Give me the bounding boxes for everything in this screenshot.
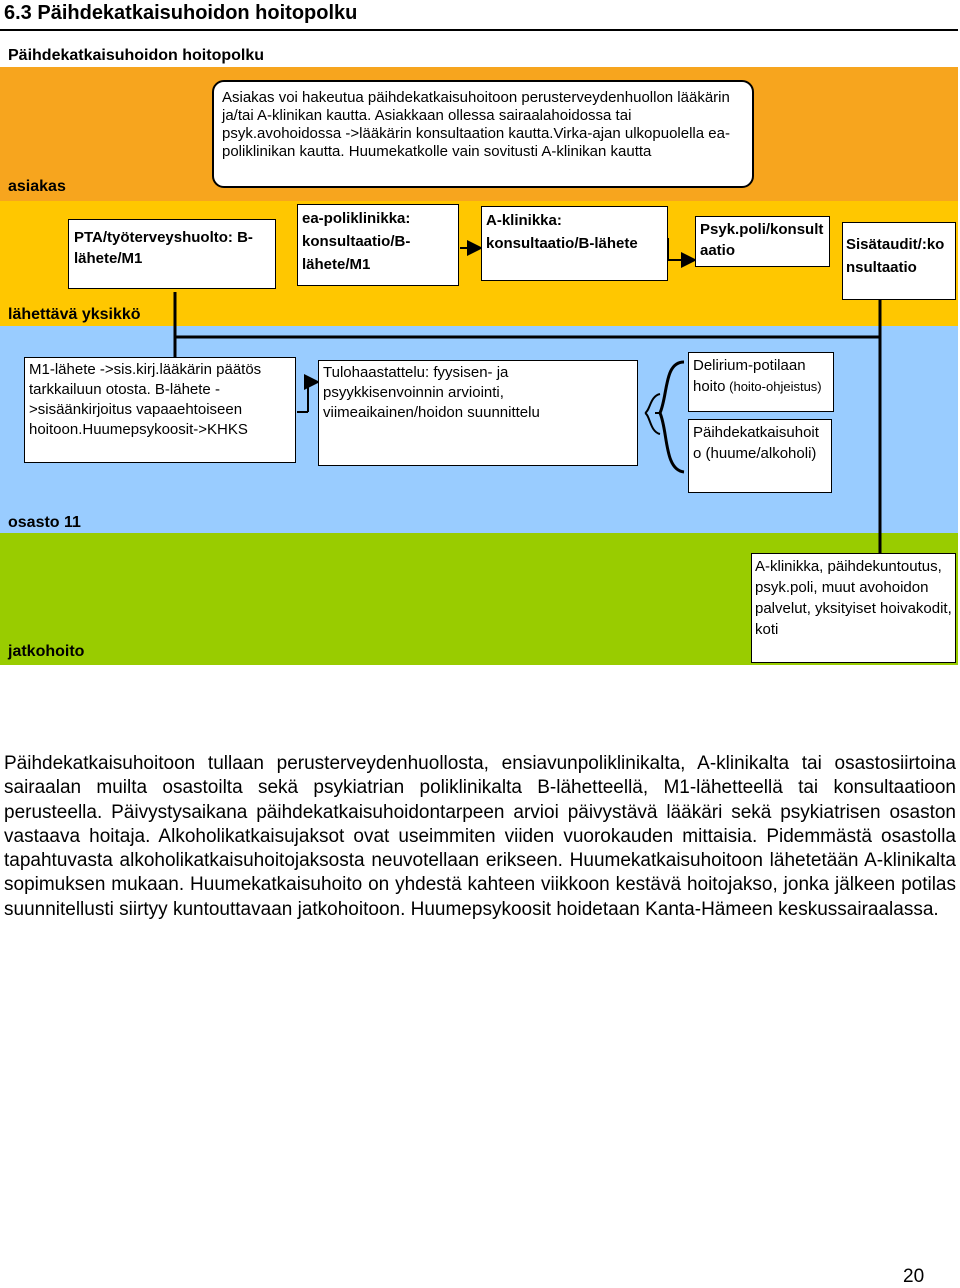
tulo-box: Tulohaastattelu: fyysisen- ja psyykkisen…: [318, 360, 638, 466]
psyk-text: Psyk.poli/konsultaatio: [700, 221, 824, 259]
paihde-text: Päihdekatkaisuhoito (huume/alkoholi): [693, 424, 819, 462]
pta-text: PTA/työterveyshuolto: B-lähete/M1: [74, 229, 253, 267]
tulo-text: Tulohaastattelu: fyysisen- ja psyykkisen…: [323, 364, 540, 421]
sisataudit-text: Sisätaudit/:konsultaatio: [846, 236, 945, 276]
asiakas-note-box: Asiakas voi hakeutua päihdekatkaisuhoito…: [212, 80, 754, 188]
m1-box: M1-lähete ->sis.kirj.lääkärin päätös tar…: [24, 357, 296, 463]
ea-box: ea-poliklinikka: konsultaatio/B-lähete/M…: [297, 204, 459, 286]
page-number: 20: [903, 1266, 925, 1287]
connector-lines: [173, 238, 882, 553]
m1-text: M1-lähete ->sis.kirj.lääkärin päätös tar…: [29, 361, 262, 438]
jatko-box: A-klinikka, päihdekuntoutus, psyk.poli, …: [751, 553, 956, 663]
pta-box: PTA/työterveyshuolto: B-lähete/M1: [68, 219, 276, 289]
aklinikka-text: A-klinikka: konsultaatio/B-lähete: [486, 212, 638, 252]
delirium-box: Delirium-potilaan hoito (hoito-ohjeistus…: [688, 352, 834, 412]
psyk-box: Psyk.poli/konsultaatio: [695, 216, 830, 267]
body-text: Päihdekatkaisuhoitoon tullaan perusterve…: [4, 753, 956, 920]
label-osasto: osasto 11: [8, 514, 81, 531]
paihde-box: Päihdekatkaisuhoito (huume/alkoholi): [688, 419, 832, 493]
section-title: 6.3 Päihdekatkaisuhoidon hoitopolku: [4, 2, 358, 24]
body-paragraph: Päihdekatkaisuhoitoon tullaan perusterve…: [4, 752, 956, 922]
label-asiakas: asiakas: [8, 178, 66, 195]
sisataudit-box: Sisätaudit/:konsultaatio: [842, 222, 956, 300]
diagram-title: Päihdekatkaisuhoidon hoitopolku: [8, 47, 265, 64]
label-lahettava: lähettävä yksikkö: [8, 306, 141, 323]
jatko-text: A-klinikka, päihdekuntoutus, psyk.poli, …: [755, 558, 952, 638]
asiakas-note-text: Asiakas voi hakeutua päihdekatkaisuhoito…: [222, 89, 730, 160]
ea-text: ea-poliklinikka: konsultaatio/B-lähete/M…: [302, 210, 411, 273]
aklinikka-box: A-klinikka: konsultaatio/B-lähete: [481, 206, 668, 281]
title-underline: [0, 29, 958, 31]
delirium-text: Delirium-potilaan hoito: [693, 357, 806, 395]
delirium-ohje: (hoito-ohjeistus): [725, 379, 822, 394]
brace: [658, 360, 685, 474]
label-jatkohoito: jatkohoito: [8, 643, 85, 660]
